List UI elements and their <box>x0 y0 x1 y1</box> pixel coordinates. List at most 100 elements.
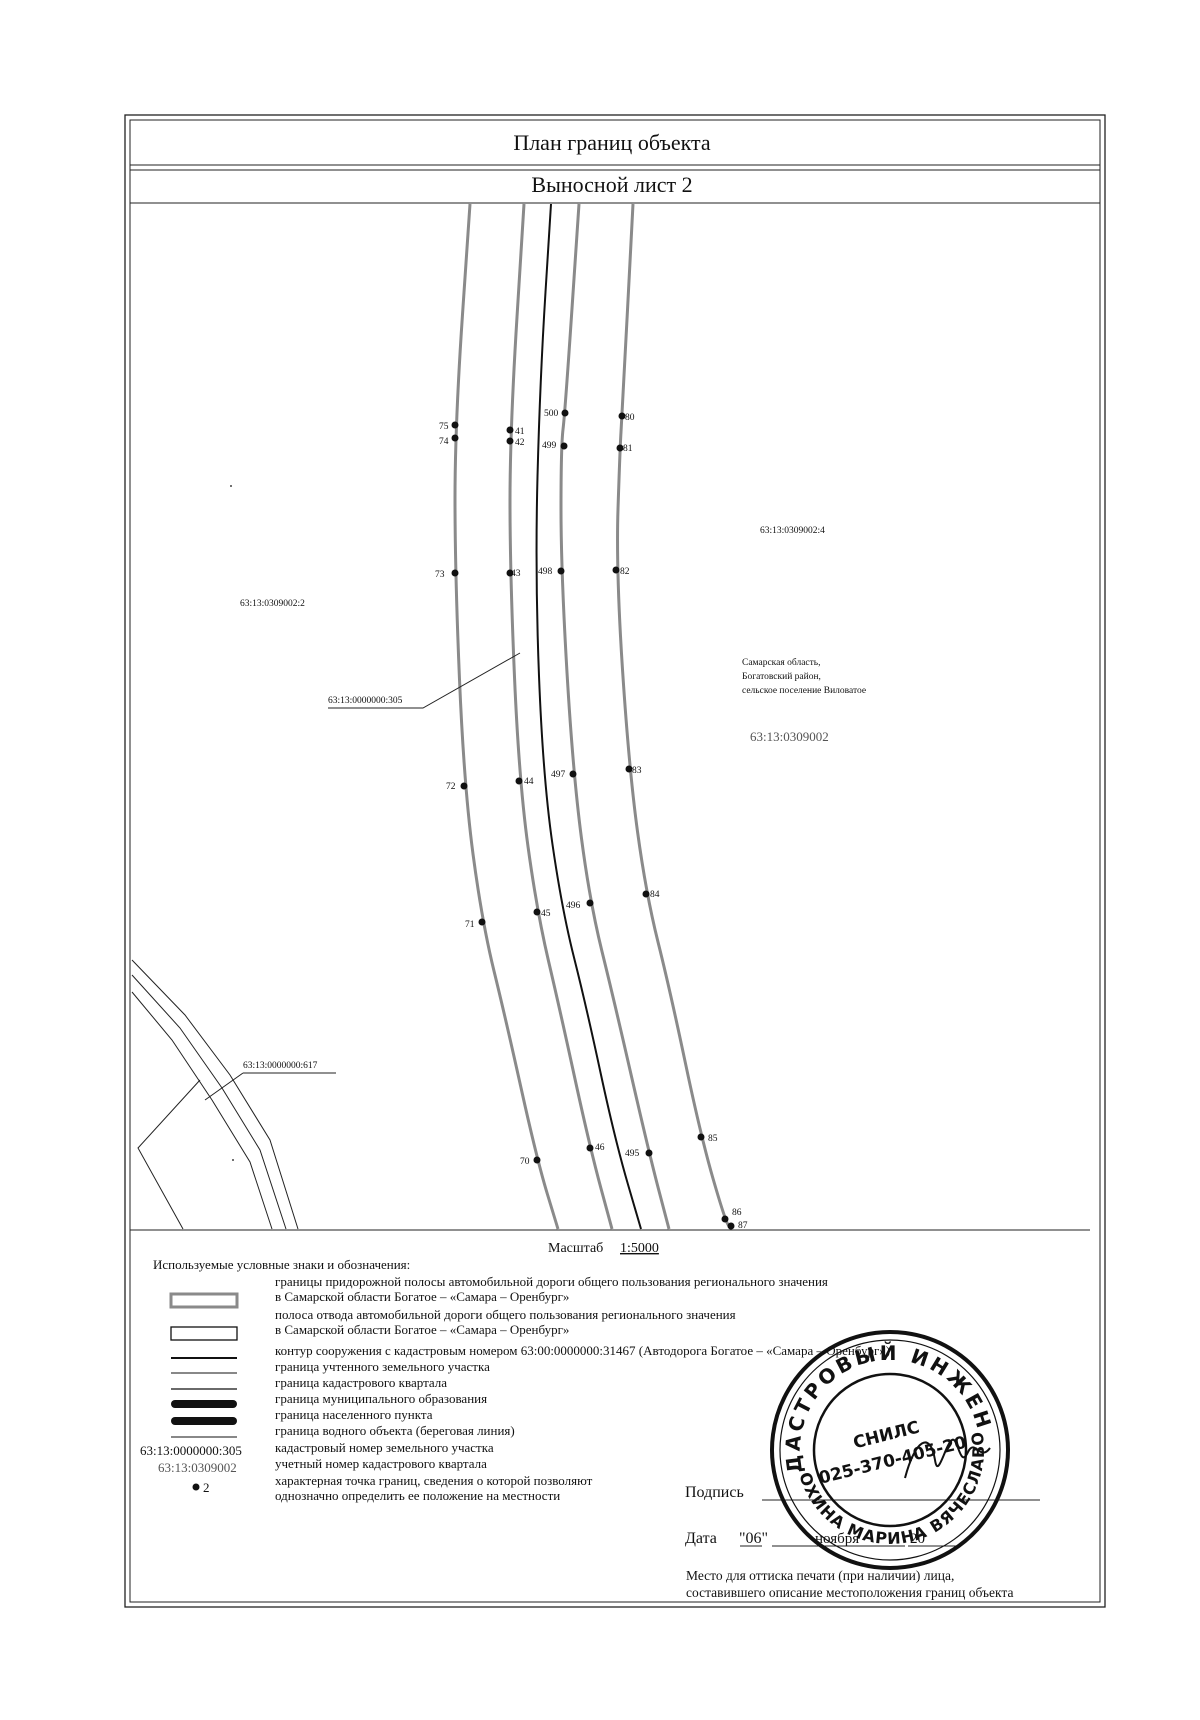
legend-sample-cad: 63:13:0000000:305 <box>140 1443 242 1458</box>
point-label: 73 <box>435 570 445 580</box>
adjacent-parcel-boundary <box>131 991 273 1230</box>
characteristic-point <box>561 409 569 417</box>
legend-item-text: граница учтенного земельного участка <box>275 1359 490 1374</box>
adjacent-parcel-boundary <box>137 1079 201 1230</box>
road-strip-boundary <box>616 203 733 1230</box>
point-label: 495 <box>625 1149 640 1159</box>
characteristic-point <box>625 765 633 773</box>
date-month: ноября <box>815 1531 859 1547</box>
characteristic-point <box>533 908 541 916</box>
road-strip-boundary <box>559 203 671 1230</box>
point-label: 84 <box>650 890 660 900</box>
characteristic-point <box>451 421 459 429</box>
characteristic-point <box>460 782 468 790</box>
legend-item-text: граница муниципального образования <box>275 1391 487 1406</box>
legend-point-marker <box>192 1483 200 1491</box>
point-label: 71 <box>465 920 475 930</box>
legend-text: границы придорожной полосы автомобильной… <box>275 1274 890 1503</box>
characteristic-point <box>642 890 650 898</box>
point-label: 498 <box>538 567 553 577</box>
structure-contour <box>535 203 642 1230</box>
parcel-road-label: 63:13:0000000:305 <box>328 696 403 706</box>
characteristic-point <box>618 412 626 420</box>
sheet-title: Выносной лист 2 <box>531 172 692 197</box>
svg-text:КАДАСТРОВЫЙ ИНЖЕНЕР: КАДАСТРОВЫЙ ИНЖЕНЕР <box>0 0 997 1672</box>
legend-item-text: граница кадастрового квартала <box>275 1375 447 1390</box>
characteristic-point <box>721 1215 729 1223</box>
legend-title: Используемые условные знаки и обозначени… <box>153 1257 410 1272</box>
point-label: 496 <box>566 901 581 911</box>
legend-item-text: учетный номер кадастрового квартала <box>275 1456 487 1471</box>
document-title: План границ объекта <box>513 130 711 155</box>
point-label: 85 <box>708 1134 718 1144</box>
point-label: 45 <box>541 909 551 919</box>
point-label: 500 <box>544 409 559 419</box>
stamp-place-line-2: составившего описание местоположения гра… <box>686 1585 1013 1600</box>
characteristic-point <box>557 567 565 575</box>
legend-item-text: контур сооружения с кадастровым номером … <box>275 1343 890 1358</box>
characteristic-point <box>533 1156 541 1164</box>
legend-right-of-way-symbol <box>170 1326 238 1341</box>
point-label: 43 <box>511 569 521 579</box>
legend-symbols <box>169 1292 239 1438</box>
date-label: Дата <box>685 1530 717 1547</box>
point-label: 42 <box>515 438 525 448</box>
characteristic-point <box>586 899 594 907</box>
stamp-place-line-1: Место для оттиска печати (при наличии) л… <box>686 1568 954 1583</box>
legend-item-text: кадастровый номер земельного участка <box>275 1440 494 1455</box>
label-leader-line <box>204 1072 244 1101</box>
adjacent-parcel-boundary <box>131 974 287 1230</box>
road-strip-boundary <box>508 203 614 1230</box>
legend-item-text: граница населенного пункта <box>275 1407 433 1422</box>
characteristic-point <box>478 918 486 926</box>
characteristic-point <box>586 1144 594 1152</box>
legend-item-text: в Самарской области Богатое – «Самара – … <box>275 1322 569 1337</box>
signature-label: Подпись <box>685 1484 744 1501</box>
date-day: "06" <box>739 1530 768 1547</box>
point-label: 70 <box>520 1157 530 1167</box>
legend-sample-point: 2 <box>203 1480 210 1495</box>
parcel-right-label: 63:13:0309002:4 <box>760 526 825 536</box>
outer-frame <box>124 114 1106 1608</box>
characteristic-point <box>515 777 523 785</box>
characteristic-point <box>451 434 459 442</box>
road-strip-boundary <box>453 203 560 1230</box>
signature-scribble <box>904 1438 991 1479</box>
engineer-stamp: КАДАСТРОВЫЙ ИНЖЕНЕР НЕХОХИНА МАРИНА ВЯЧЕ… <box>0 0 1010 1720</box>
point-label: 86 <box>732 1208 742 1218</box>
legend-item-text: в Самарской области Богатое – «Самара – … <box>275 1289 569 1304</box>
point-label: 41 <box>515 427 525 437</box>
legend-roadside-strip-symbol <box>169 1292 239 1309</box>
characteristic-point <box>506 569 514 577</box>
characteristic-point <box>506 437 514 445</box>
characteristic-point <box>645 1149 653 1157</box>
address-line-1: Самарская область, <box>742 657 821 668</box>
adjacent-parcel-boundary <box>131 959 299 1230</box>
scale-value: 1:5000 <box>620 1241 659 1256</box>
point-label: 82 <box>620 567 630 577</box>
point-label: 81 <box>623 444 633 454</box>
legend-sample-quarter: 63:13:0309002 <box>158 1460 237 1475</box>
legend-item-text: границы придорожной полосы автомобильной… <box>275 1274 828 1289</box>
characteristic-point <box>616 444 624 452</box>
point-label: 80 <box>625 413 635 423</box>
point-label: 497 <box>551 770 566 780</box>
point-label: 44 <box>524 777 534 787</box>
characteristic-point <box>612 566 620 574</box>
point-label: 83 <box>632 766 642 776</box>
scale-label: Масштаб <box>548 1241 603 1256</box>
address-line-2: Богатовский район, <box>742 671 821 682</box>
characteristic-point <box>560 442 568 450</box>
legend-item-text: однозначно определить ее положение на ме… <box>275 1488 560 1503</box>
date-year: 20 <box>910 1531 925 1547</box>
legend-item-text: полоса отвода автомобильной дороги общег… <box>275 1307 736 1322</box>
characteristic-point <box>506 426 514 434</box>
legend-item-text: характерная точка границ, сведения о кот… <box>275 1473 593 1488</box>
legend-item-text: граница водного объекта (береговая линия… <box>275 1423 515 1438</box>
point-label: 74 <box>439 437 449 447</box>
stamp-top-text: КАДАСТРОВЫЙ ИНЖЕНЕР <box>0 0 997 1672</box>
map-dot <box>232 1159 234 1161</box>
characteristic-point <box>451 569 459 577</box>
map-dot <box>230 485 232 487</box>
